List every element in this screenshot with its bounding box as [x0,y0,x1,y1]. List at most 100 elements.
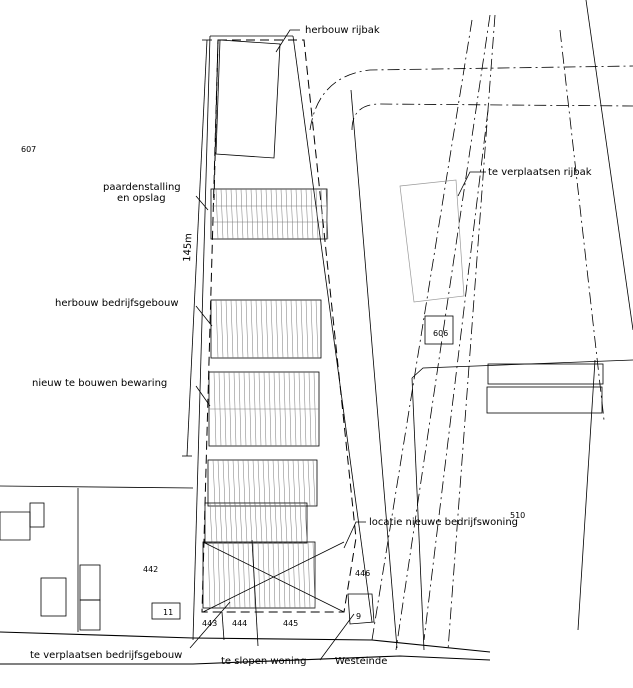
roof-hatch-line [302,459,306,507]
roof-hatch-line [255,188,259,240]
roof-hatch-line [267,459,271,507]
roof-hatch-line [230,188,234,240]
roof-hatch-line [304,502,308,544]
roof-hatch-line [250,188,254,240]
roof-hatch-line [234,502,238,544]
roof-hatch-line [228,371,232,447]
parcel-number-606: 606 [433,329,448,338]
leader-paardenstalling [195,195,209,211]
rijbak-axis-5 [371,19,473,641]
roof-hatch-line [257,541,261,609]
building-paardenstalling [210,188,329,240]
parcel-number-607: 607 [21,145,36,154]
building-existing-south-1 [207,459,318,507]
roof-hatch-line [212,459,216,507]
leader-te-slopen-woning [319,613,355,661]
roof-hatch-line [292,459,296,507]
roof-hatch-line [249,502,253,544]
area-te-verplaatsen-rijbak [399,179,465,303]
building-te-slopen-woning [347,593,375,625]
roof-hatch-line [283,371,287,447]
roof-hatch-line [260,299,264,359]
roof-hatch-line [295,188,299,240]
leader-te-verplaatsen-rijbak [457,171,486,197]
roof-hatch-line [254,502,258,544]
roof-hatch-line [282,541,286,609]
parcel-boundary-east-farm [350,89,398,649]
roof-hatch-line [269,502,273,544]
parcel-boundary-main-east [292,35,373,623]
roof-hatch-line [315,188,319,240]
building-east-barn-2 [486,386,603,414]
roof-hatch-line [315,299,319,359]
house-number-9: 9 [356,612,361,621]
roof-hatch-line [270,299,274,359]
roof-hatch-line [224,502,228,544]
label-westeinde: Westeinde [335,656,387,667]
parcel-number-442: 442 [143,565,158,574]
roof-hatch-line [244,502,248,544]
building-herbouw-bedrijfsgebouw [210,299,322,359]
roof-hatch-line [264,502,268,544]
roof-hatch-line [217,459,221,507]
roof-hatch-line [278,371,282,447]
rijbak-axis-4 [423,109,489,641]
roof-hatch-line [274,502,278,544]
leader-bewaring [195,385,211,407]
roof-hatch-line [247,459,251,507]
roof-hatch-line [257,459,261,507]
roof-hatch-line [310,188,314,240]
roof-hatch-line [220,299,224,359]
roof-hatch-line [207,541,211,609]
roof-hatch-line [299,502,303,544]
label-paardenstalling-1: paardenstalling [103,182,181,193]
road-westeinde-south-edge [0,655,491,665]
roof-hatch-line [242,541,246,609]
roof-hatch-line [253,371,257,447]
label-locatie-nieuwe-bedrijfswoning: locatie nieuwe bedrijfswoning [369,517,518,528]
roof-hatch-line [287,541,291,609]
label-te-verplaatsen-rijbak: te verplaatsen rijbak [488,167,592,178]
roof-hatch-line [258,371,262,447]
roof-hatch-line [268,371,272,447]
roof-hatch-line [233,371,237,447]
rijbak-axis-2 [447,14,496,651]
roof-hatch-line [289,502,293,544]
roof-hatch-line [307,459,311,507]
roof-hatch-line [219,502,223,544]
building-existing-south-2 [204,502,308,544]
roof-hatch-line [220,188,224,240]
building-west-5 [79,599,101,631]
roof-hatch-line [248,371,252,447]
roof-hatch-line [297,459,301,507]
dimension-line-145m [186,39,208,457]
label-herbouw-rijbak: herbouw rijbak [305,25,380,36]
parcel-boundary-east-corner [577,359,596,631]
building-house-11 [151,602,181,620]
parcel-line-443-444 [221,611,225,641]
roof-hatch-line [302,541,306,609]
parcel-boundary-south-east-2 [411,377,425,651]
label-te-slopen-woning: te slopen woning [221,656,306,667]
parcel-line-444-445 [251,539,259,647]
road-westeinde-north-edge [0,631,491,653]
parcel-number-444: 444 [232,619,247,628]
roof-hatch-line [325,188,329,240]
parcel-boundary-west [0,485,194,489]
roof-hatch-line [209,502,213,544]
roof-hatch-line [218,371,222,447]
roof-hatch-line [284,502,288,544]
roof-hatch-line [305,188,309,240]
roof-hatch-line [293,371,297,447]
parcel-boundary-east-road [585,0,633,331]
roof-hatch-line [250,299,254,359]
roof-hatch-line [240,299,244,359]
demolition-cross-2 [202,541,345,613]
planning-area-outline [201,39,357,613]
parcel-number-510: 510 [510,511,525,520]
parcel-number-445: 445 [283,619,298,628]
parcel-number-443: 443 [202,619,217,628]
roof-hatch-line [285,188,289,240]
